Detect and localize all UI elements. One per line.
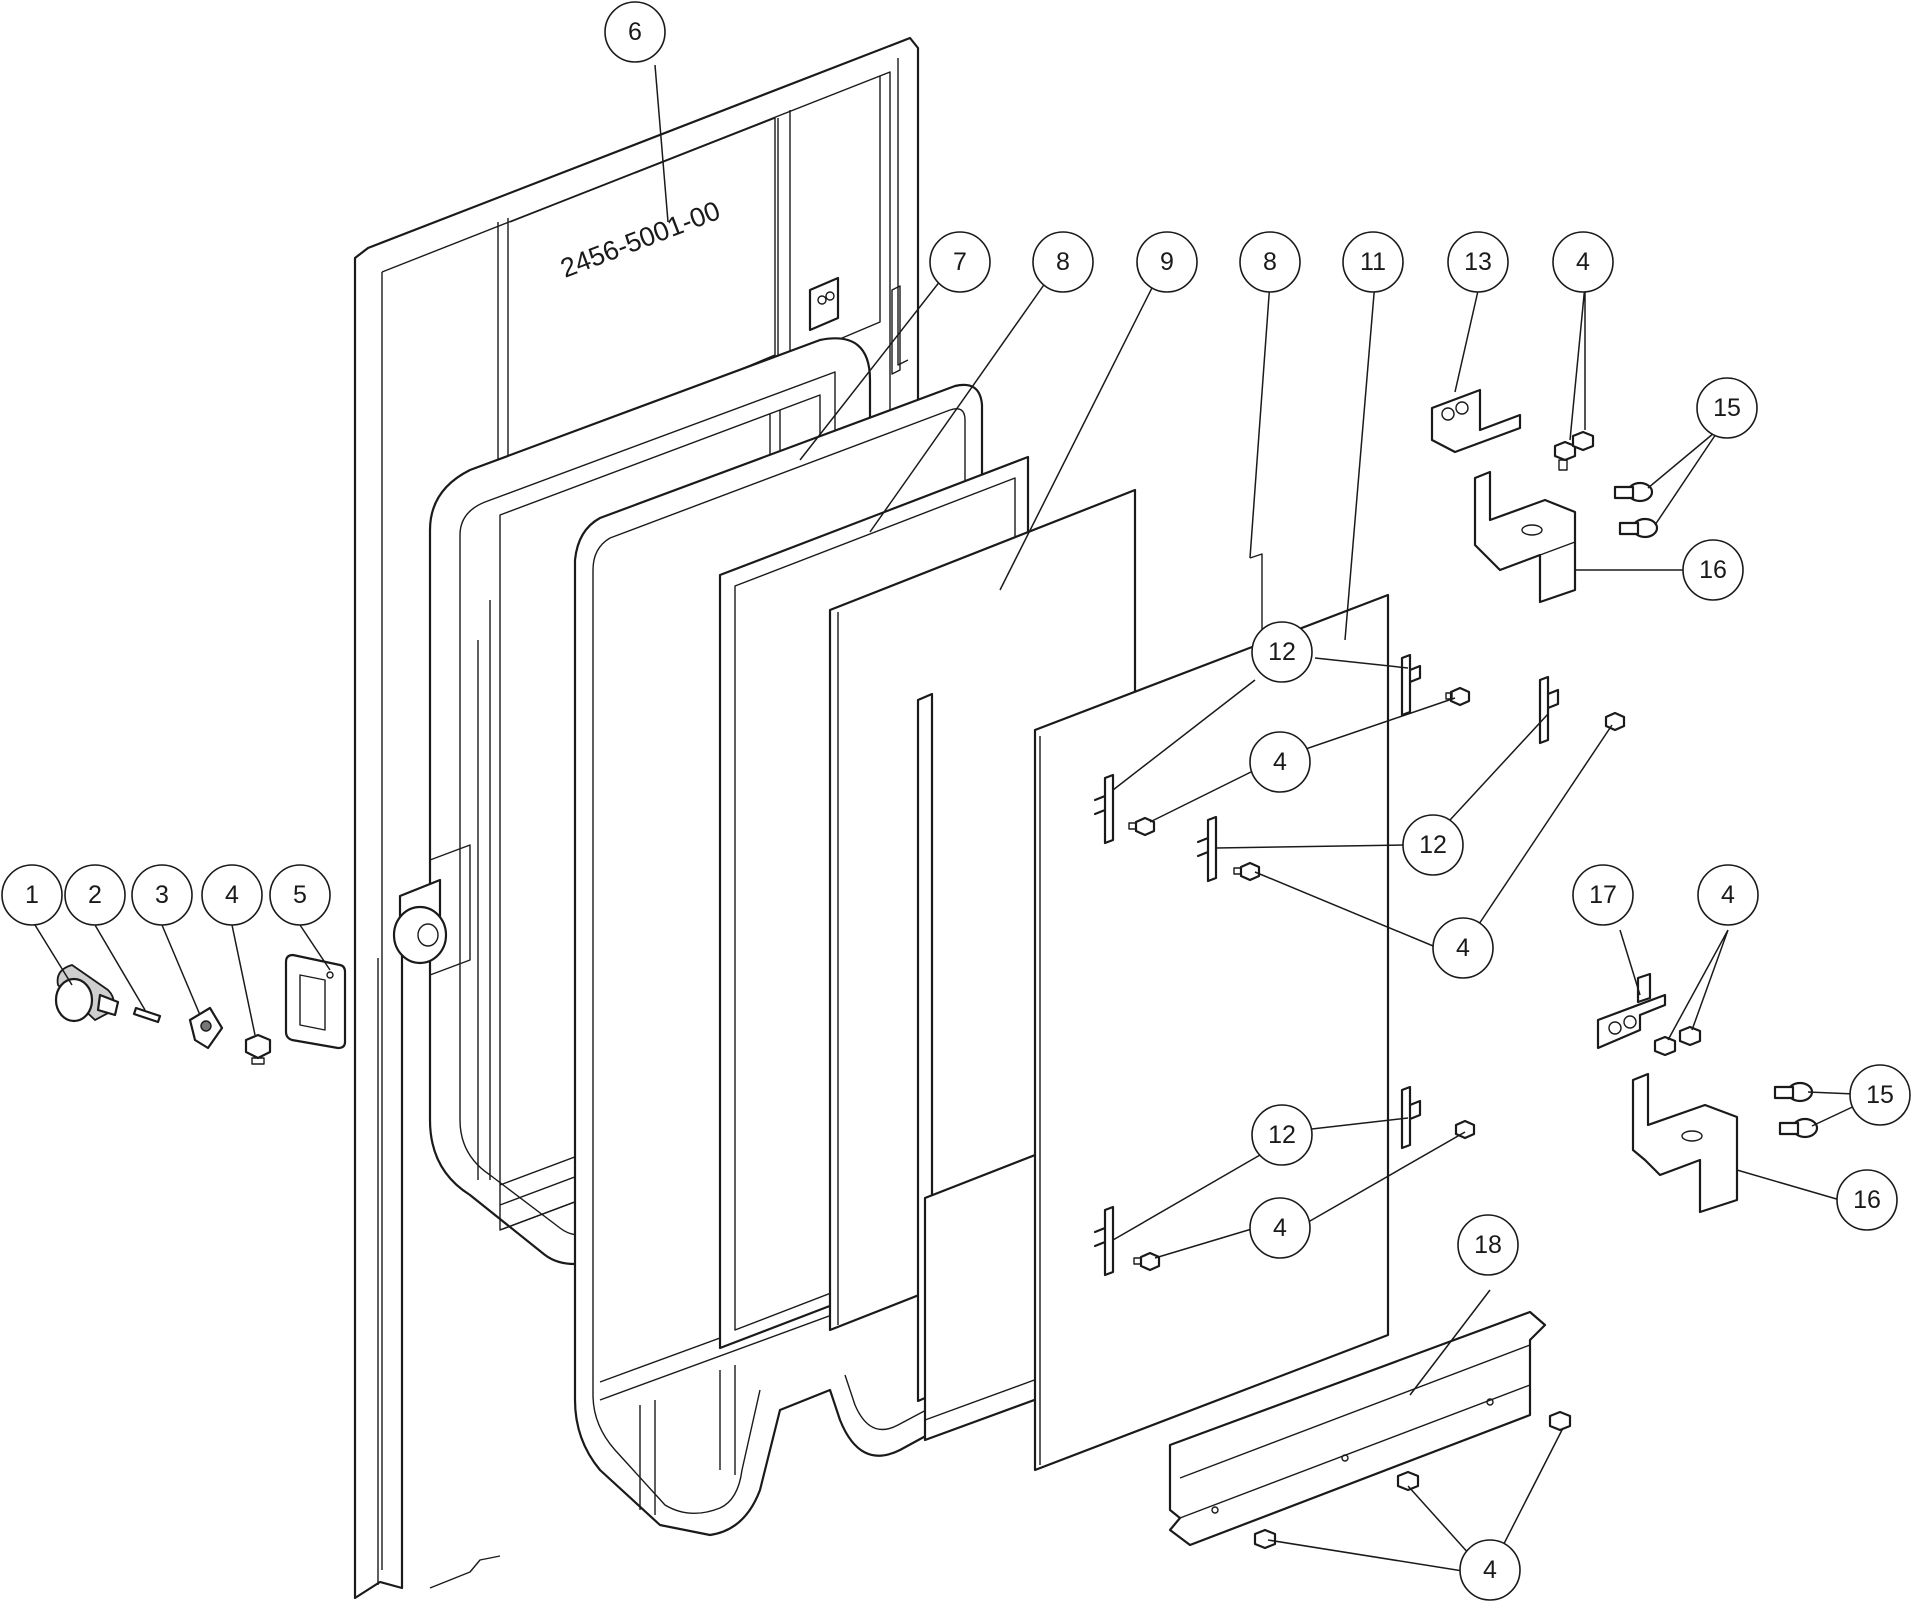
callout-9: 9 (1136, 231, 1198, 293)
svg-text:4: 4 (1576, 248, 1590, 276)
svg-text:5: 5 (293, 881, 307, 909)
svg-text:12: 12 (1268, 638, 1296, 666)
callout-5: 5 (269, 864, 331, 926)
svg-text:8: 8 (1263, 248, 1277, 276)
svg-text:3: 3 (155, 881, 169, 909)
cam-part-3 (188, 1006, 224, 1050)
svg-text:18: 18 (1474, 1231, 1502, 1259)
lower-screws-part-4 (1653, 1025, 1702, 1057)
svg-text:4: 4 (1273, 748, 1287, 776)
lower-pins-part-15 (1773, 1081, 1819, 1139)
svg-text:16: 16 (1853, 1186, 1881, 1214)
svg-text:7: 7 (953, 248, 967, 276)
svg-text:15: 15 (1713, 394, 1741, 422)
gasket-part-8-b (916, 553, 1263, 1442)
upper-pins-part-15 (1613, 481, 1659, 539)
callout-4-rail: 4 (1459, 1539, 1521, 1601)
callout-4-glass-c: 4 (1249, 1197, 1311, 1259)
callout-11: 11 (1342, 231, 1404, 293)
rail-screws-part-4 (1253, 1410, 1572, 1550)
svg-text:4: 4 (1721, 881, 1735, 909)
callout-17: 17 (1572, 864, 1634, 926)
lower-hinge-part-16 (1631, 1072, 1739, 1214)
callout-1: 1 (1, 864, 63, 926)
pin-part-2 (132, 1006, 162, 1024)
upper-hinge-part-16 (1473, 470, 1577, 604)
callout-16-upper: 16 (1682, 539, 1744, 601)
callout-12-top: 12 (1251, 621, 1313, 683)
callout-12-bottom: 12 (1251, 1104, 1313, 1166)
svg-text:6: 6 (628, 18, 642, 46)
upper-screws-part-4 (1553, 430, 1595, 471)
svg-text:17: 17 (1589, 881, 1617, 909)
svg-text:15: 15 (1866, 1081, 1894, 1109)
callout-4-lower: 4 (1697, 864, 1759, 926)
svg-text:4: 4 (1273, 1214, 1287, 1242)
callout-13: 13 (1447, 231, 1509, 293)
svg-text:4: 4 (1483, 1556, 1497, 1584)
callout-3: 3 (131, 864, 193, 926)
svg-text:2: 2 (88, 881, 102, 909)
callout-6: 6 (604, 1, 666, 63)
callout-15-upper: 15 (1696, 377, 1758, 439)
handle-knob-part-1 (54, 964, 120, 1023)
callout-4-handle: 4 (201, 864, 263, 926)
outer-glass-part-11 (1033, 593, 1390, 1472)
svg-text:12: 12 (1268, 1121, 1296, 1149)
svg-text:16: 16 (1699, 556, 1727, 584)
svg-text:12: 12 (1419, 831, 1447, 859)
svg-text:8: 8 (1056, 248, 1070, 276)
lower-hinge-bracket-part-17 (1596, 972, 1667, 1050)
callout-18: 18 (1457, 1214, 1519, 1276)
screw-part-4-handle (244, 1033, 272, 1065)
callout-4-upper: 4 (1552, 231, 1614, 293)
callout-12-middle: 12 (1402, 814, 1464, 876)
callout-16-lower: 16 (1836, 1169, 1898, 1231)
bottom-rail-part-18 (1168, 1310, 1547, 1547)
svg-text:1: 1 (25, 881, 39, 909)
callout-7: 7 (929, 231, 991, 293)
callout-8-a: 8 (1032, 231, 1094, 293)
callout-2: 2 (64, 864, 126, 926)
escutcheon-part-5 (284, 953, 347, 1050)
svg-text:13: 13 (1464, 248, 1492, 276)
upper-hinge-bracket-part-13 (1430, 388, 1522, 454)
callout-4-glass-b: 4 (1432, 917, 1494, 979)
svg-text:4: 4 (225, 881, 239, 909)
callout-4-glass-a: 4 (1249, 731, 1311, 793)
svg-text:11: 11 (1360, 248, 1386, 276)
callout-8-b: 8 (1239, 231, 1301, 293)
svg-text:9: 9 (1160, 248, 1174, 276)
callout-15-lower: 15 (1849, 1064, 1911, 1126)
svg-text:4: 4 (1456, 934, 1470, 962)
